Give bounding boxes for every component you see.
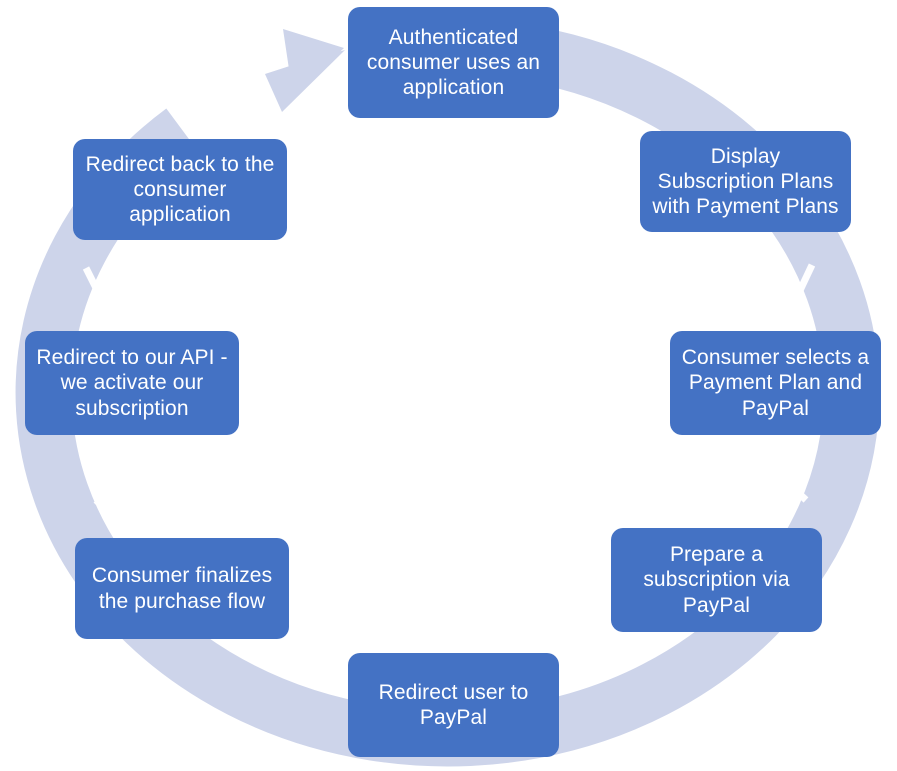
- seam-right-lower: [762, 459, 809, 503]
- seam-bottom-left: [259, 622, 299, 665]
- process-step-7-label: Redirect to our API - we activate our su…: [36, 346, 228, 420]
- process-step-1[interactable]: Authenticated consumer uses an applicati…: [348, 7, 559, 118]
- seam-left-upper: [82, 266, 116, 322]
- process-step-5[interactable]: Redirect user to PayPal: [348, 653, 559, 757]
- seam-left-lower: [93, 463, 139, 508]
- seam-right-upper: [783, 263, 816, 320]
- ring-segment-seams: [82, 120, 816, 665]
- process-step-3-label: Consumer selects a Payment Plan and PayP…: [681, 346, 870, 420]
- process-step-6-label: Consumer finalizes the purchase flow: [91, 564, 273, 613]
- process-step-6[interactable]: Consumer finalizes the purchase flow: [75, 538, 289, 639]
- process-step-8-label: Redirect back to the consumer applicatio…: [85, 152, 275, 227]
- process-step-8[interactable]: Redirect back to the consumer applicatio…: [73, 139, 287, 240]
- process-step-5-label: Redirect user to PayPal: [378, 680, 529, 729]
- process-step-4-label: Prepare a subscription via PayPal: [643, 543, 790, 617]
- process-step-2-label: Display Subscription Plans with Payment …: [652, 144, 839, 219]
- process-step-1-label: Authenticated consumer uses an applicati…: [366, 25, 541, 100]
- process-step-2[interactable]: Display Subscription Plans with Payment …: [640, 131, 851, 232]
- ring-arrowhead-wing: [265, 50, 345, 112]
- process-step-4[interactable]: Prepare a subscription via PayPal: [611, 528, 822, 632]
- process-step-3[interactable]: Consumer selects a Payment Plan and PayP…: [670, 331, 881, 435]
- process-step-7[interactable]: Redirect to our API - we activate our su…: [25, 331, 239, 435]
